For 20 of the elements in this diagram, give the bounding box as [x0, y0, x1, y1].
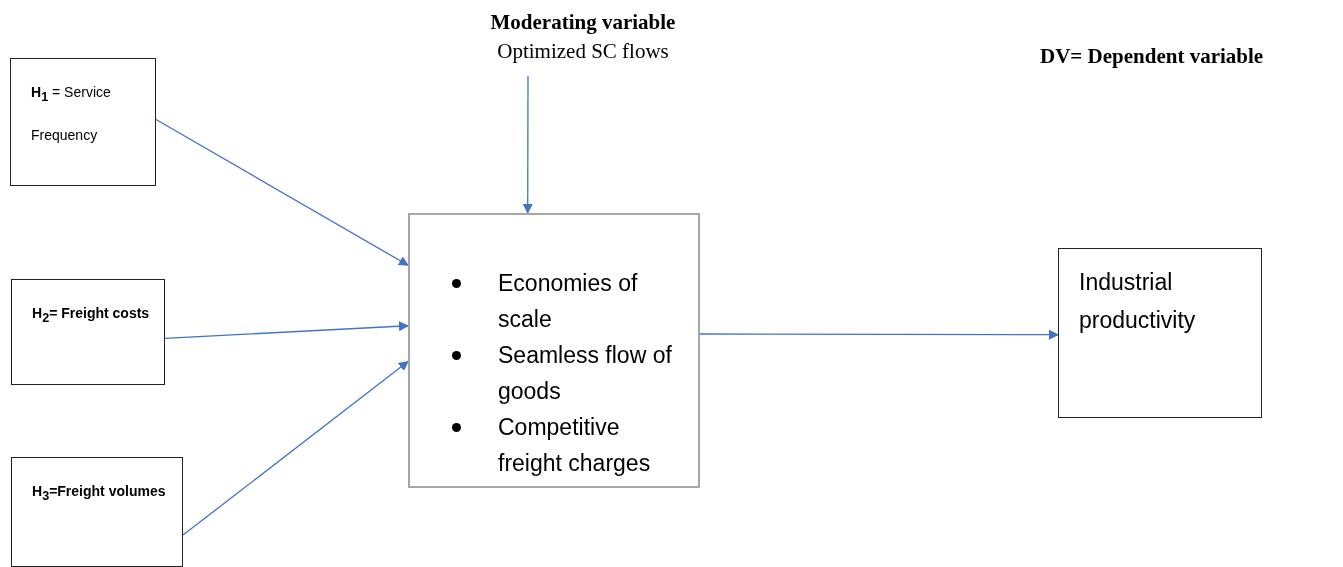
arrow — [699, 329, 1059, 340]
outcome-box — [1058, 248, 1262, 418]
arrow — [164, 321, 409, 339]
arrow — [155, 118, 409, 266]
bullet-item: Seamless flow of goods — [450, 337, 688, 409]
hypothesis-label: H$_{1}$ = Service Frequency — [31, 83, 112, 145]
hypothesis-box — [11, 279, 165, 385]
note-text: DV= Dependent variable — [1040, 44, 1264, 69]
hypothesis-box — [11, 457, 183, 567]
mediator-box — [408, 213, 700, 488]
heading: Moderating variable — [489, 9, 677, 36]
moderator-label: Optimized SC flows — [496, 38, 670, 65]
arrow — [522, 75, 533, 214]
bullet-item: Economies of scale — [450, 265, 688, 337]
outcome-label: Industrial productivity — [1079, 268, 1197, 335]
arrow — [182, 360, 409, 536]
bullet-item: Competitive freight charges — [450, 409, 688, 481]
hypothesis-box — [10, 58, 156, 186]
hypothesis-label: H$_{3}$=Freight volumes — [32, 482, 167, 505]
hypothesis-label: H$_{2}$= Freight costs — [32, 304, 151, 327]
